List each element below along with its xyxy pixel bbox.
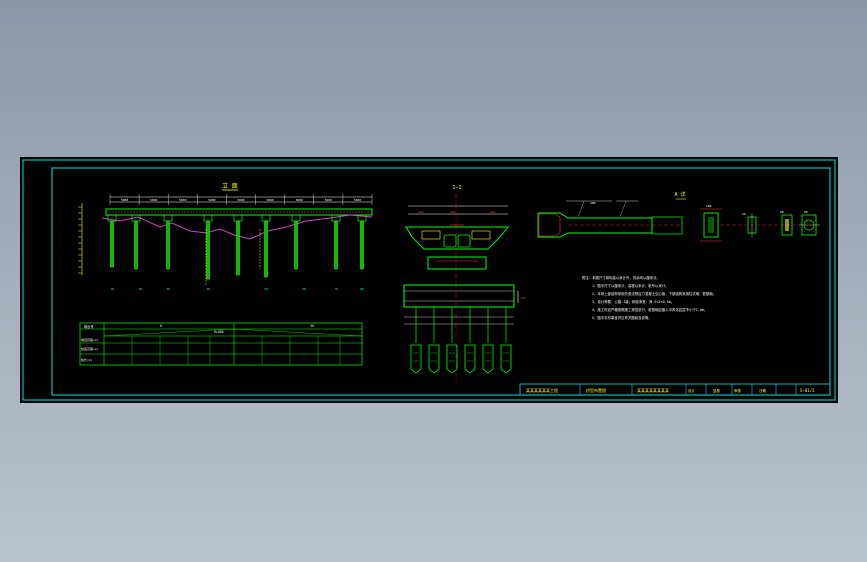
- span-dimension-label-5: 5000: [237, 198, 244, 202]
- table-row-label-3: 桩长(m): [81, 357, 93, 362]
- title-block-cell-3: 审核: [734, 388, 742, 393]
- svg-text:60: 60: [780, 210, 784, 214]
- svg-text:50: 50: [742, 212, 746, 216]
- note-line-5: 4、施工时应严格按照施工规范进行，桩基础应嵌入中风化岩层不小于2.0m。: [592, 307, 707, 312]
- note-line-6: 5、图中未尽事宜详见有关图纸及说明。: [592, 315, 652, 320]
- cap-beam: [427, 256, 487, 270]
- pile-1: [410, 307, 422, 374]
- pier-column-5: [233, 214, 243, 279]
- span-dimension-labels: 5000 5000 5000 5000 5000 5000 5000 5000 5000: [109, 194, 373, 205]
- general-notes: 附注：本图尺寸除标高以米计外，其余均以厘米计。 1、图中尺寸以厘米计，高程以米计，…: [582, 275, 716, 320]
- pier-mark-8: 8#: [360, 287, 364, 291]
- pile-3: [446, 307, 458, 374]
- pier-column-4: [203, 214, 213, 283]
- title-block: 某某某某某某工程 桥型布置图 某某某某某某某某 设计 复核 审核 日期 S-01…: [519, 383, 831, 396]
- table-header-left: 墩台号: [84, 324, 94, 329]
- span-dimension-label-9: 5000: [354, 198, 361, 202]
- section-title: I—I: [452, 185, 461, 191]
- pier-column-3: [163, 214, 173, 273]
- pier-column-2: [131, 214, 141, 273]
- span-dimension-label-4: 5000: [208, 198, 215, 202]
- pier-column-6: [261, 214, 271, 281]
- cross-section-view: I—I 100 450 450 200: [403, 185, 526, 385]
- pile-4: [464, 307, 476, 374]
- span-dimension-label-1: 5000: [121, 198, 128, 202]
- title-block-drawing-name: 桥型布置图: [586, 387, 606, 393]
- pier-column-7: [291, 214, 301, 273]
- pier-mark-row: 1# 2# 3# 4# 5# 6# 7# 8#: [110, 287, 364, 291]
- pier-columns: [107, 214, 367, 285]
- sheet-outer-border: [22, 159, 836, 401]
- svg-text:450: 450: [450, 210, 456, 214]
- detail-connector-1: 100: [700, 204, 722, 242]
- pier-mark-7: 7#: [334, 287, 338, 291]
- table-header-group-1: 0: [160, 324, 162, 328]
- span-dimension-label-3: 5000: [179, 198, 186, 202]
- svg-text:450: 450: [490, 210, 496, 214]
- title-block-cell-1: 设计: [688, 388, 696, 393]
- pier-mark-2: 2#: [138, 287, 142, 291]
- note-line-1: 附注：本图尺寸除标高以米计外，其余均以厘米计。: [582, 275, 660, 280]
- pier-mark-5: 5#: [264, 287, 268, 291]
- title-block-sheet-no: S-01/3: [800, 388, 815, 393]
- span-dimension-label-8: 5000: [325, 198, 332, 202]
- pier-mark-1: 1#: [110, 287, 114, 291]
- sheet-inner-border: [51, 167, 831, 396]
- pile-6: [500, 307, 512, 374]
- span-dimension-label-6: 5000: [266, 198, 273, 202]
- svg-text:200: 200: [590, 201, 596, 205]
- detail-view: A 详 200 100 50 60: [537, 191, 820, 242]
- ground-profile-line: [101, 214, 373, 240]
- pile-group: [410, 307, 512, 374]
- pier-column-8: [331, 214, 341, 273]
- svg-text:100: 100: [418, 210, 424, 214]
- table-row-label-2: 桩底高程(m): [81, 346, 99, 351]
- pier-mark-6: 6#: [302, 287, 306, 291]
- pier-column-9: [357, 214, 367, 273]
- table-row-label-1: 墩顶高程(m): [81, 337, 99, 342]
- title-block-project: 某某某某某某工程: [526, 387, 558, 393]
- svg-text:80: 80: [804, 210, 808, 214]
- pier-column-1: [107, 214, 117, 271]
- title-block-content: 某某某某某某某某: [637, 387, 669, 393]
- pile-2: [428, 307, 440, 374]
- span-dimension-label-2: 5000: [150, 198, 157, 202]
- detail-connector-3: 60: [780, 210, 793, 236]
- table-header-group-3: 30: [310, 324, 314, 328]
- note-line-4: 3、设计荷载：公路-I级；桥面净宽：净-9+2×0.5m。: [592, 299, 674, 304]
- pier-mark-4: 4#: [206, 287, 210, 291]
- table-header-group-2: 0+000: [214, 330, 224, 334]
- pile-cap: [403, 284, 515, 308]
- elevation-table: 墩台号 0 0+000 30 墩顶高程(m) 桩底高程(m) 桩长(m): [79, 322, 363, 366]
- pile-5: [482, 307, 494, 374]
- detail-title: A 详: [674, 191, 685, 198]
- detail-connector-4: 80: [799, 210, 820, 236]
- note-line-2: 1、图中尺寸以厘米计，高程以米计，桩号以米计。: [592, 283, 669, 288]
- deck-box-section: [405, 226, 510, 250]
- svg-text:200: 200: [520, 296, 526, 300]
- span-dimension-label-7: 5000: [296, 198, 303, 202]
- pier-mark-3: 3#: [166, 287, 170, 291]
- title-block-cell-2: 复核: [713, 388, 721, 393]
- svg-text:100: 100: [706, 204, 712, 208]
- note-line-3: 2、本桥上部结构采用先张法预应力混凝土空心板，下部结构采用柱式墩、桩基础。: [592, 291, 716, 296]
- detail-connector-2: 50: [742, 212, 757, 237]
- title-block-cell-4: 日期: [759, 388, 767, 393]
- elevation-title: 立 面: [222, 182, 238, 190]
